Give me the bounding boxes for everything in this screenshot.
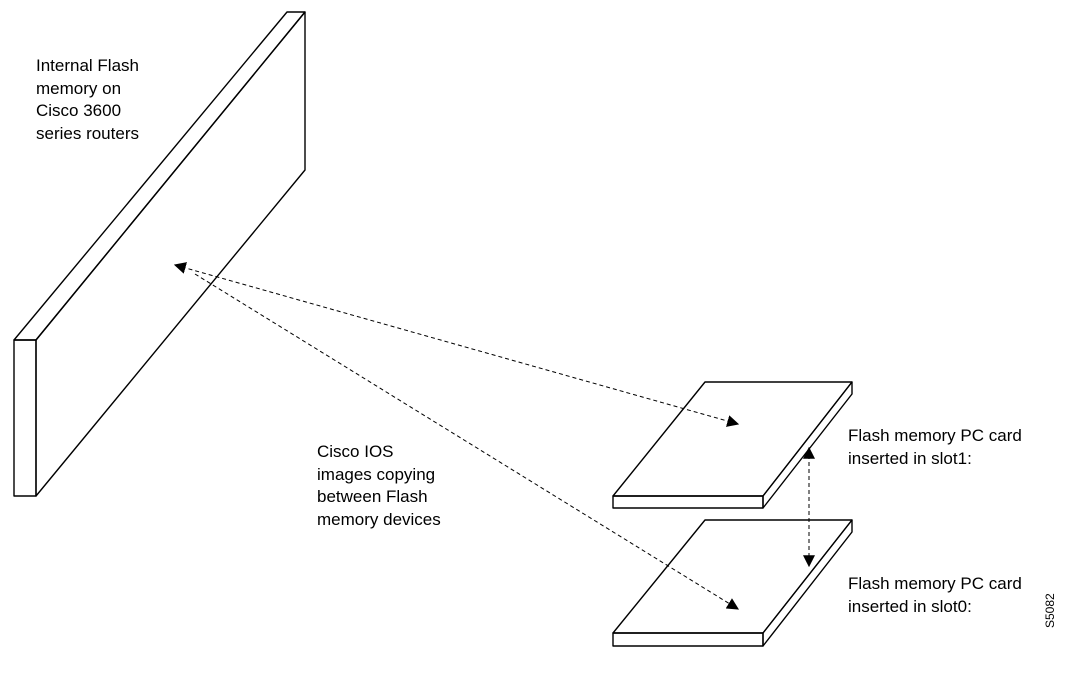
slot1-card-label: Flash memory PC card inserted in slot1: [848,426,1022,468]
internal-flash-label: Internal Flash memory on Cisco 3600 seri… [36,56,139,143]
figure-id-label: S5082 [1043,593,1057,628]
copying-label: Cisco IOS images copying between Flash m… [317,442,441,529]
slot0-card-label: Flash memory PC card inserted in slot0: [848,574,1022,616]
slot0-pc-card [612,519,853,647]
arrow-internal-to-slot0 [194,273,740,610]
arrow-internal-to-slot1 [173,262,740,427]
slot1-pc-card [612,381,853,509]
internal-flash-board [13,11,306,497]
